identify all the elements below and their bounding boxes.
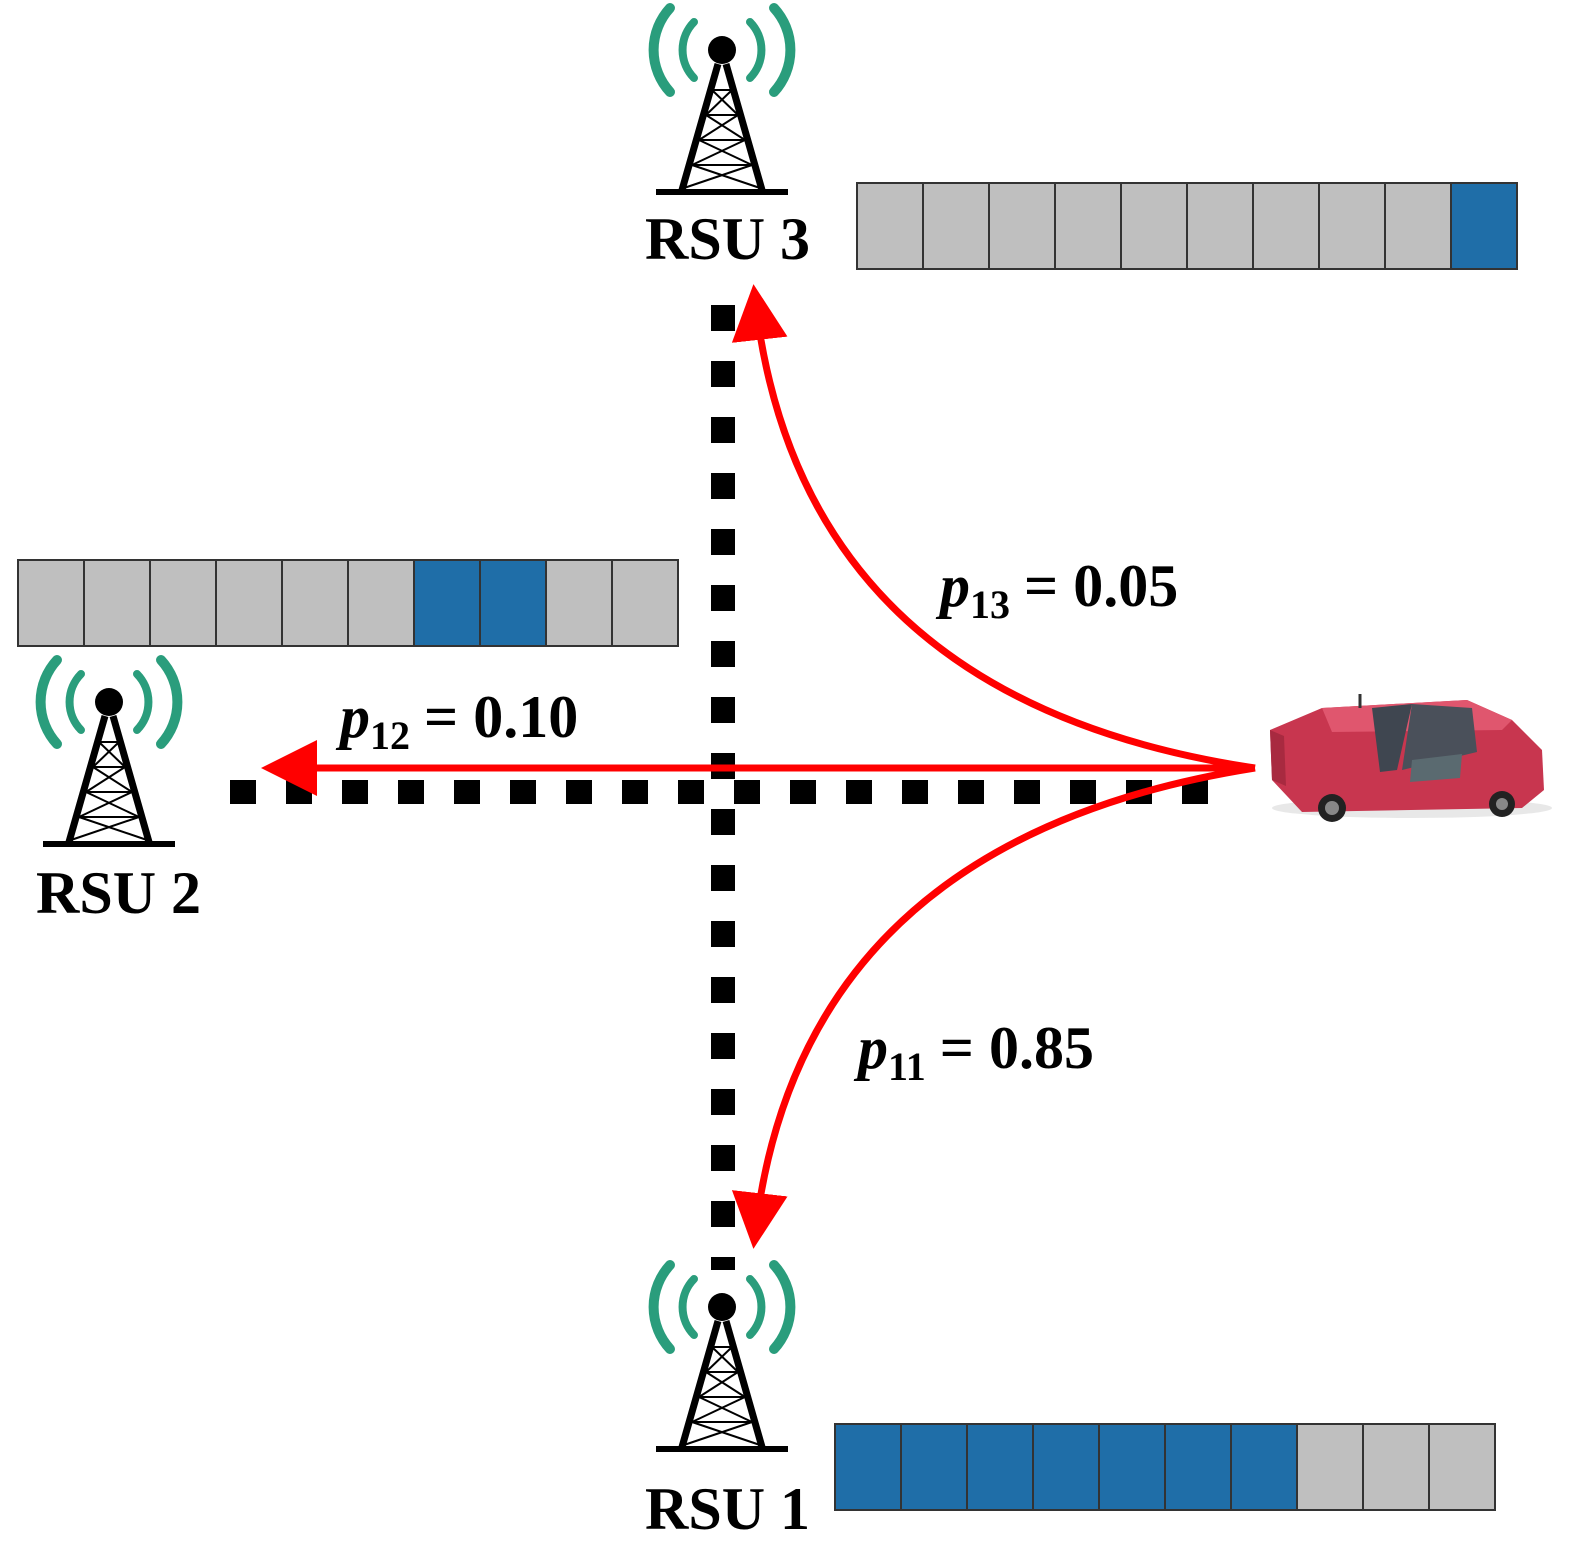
arrow-to-rsu-1 bbox=[731, 764, 1256, 1249]
p12-label: p12= 0.10 bbox=[335, 684, 578, 758]
slot-free bbox=[149, 559, 217, 647]
rsu-2-slot-bar bbox=[17, 559, 679, 647]
slot-free bbox=[1362, 1423, 1430, 1511]
rsu-1-label: RSU 1 bbox=[645, 1476, 810, 1542]
rsu-2-label: RSU 2 bbox=[36, 860, 201, 926]
slot-occupied bbox=[1098, 1423, 1166, 1511]
rsu-3-tower-icon bbox=[654, 8, 791, 192]
slot-free bbox=[1384, 182, 1452, 270]
slot-free bbox=[215, 559, 283, 647]
slot-occupied bbox=[1450, 182, 1518, 270]
p13-label: p13= 0.05 bbox=[935, 553, 1178, 627]
slot-free bbox=[856, 182, 924, 270]
rsu-1-tower-icon bbox=[654, 1265, 791, 1449]
slot-occupied bbox=[834, 1423, 902, 1511]
slot-occupied bbox=[1032, 1423, 1100, 1511]
slot-free bbox=[347, 559, 415, 647]
slot-free bbox=[1428, 1423, 1496, 1511]
slot-free bbox=[1296, 1423, 1364, 1511]
slot-occupied bbox=[966, 1423, 1034, 1511]
slot-occupied bbox=[413, 559, 481, 647]
slot-free bbox=[988, 182, 1056, 270]
car-icon bbox=[1270, 694, 1552, 822]
rsu-1-slot-bar bbox=[834, 1423, 1496, 1511]
slot-free bbox=[1318, 182, 1386, 270]
slot-occupied bbox=[900, 1423, 968, 1511]
arrow-to-rsu-3 bbox=[731, 284, 1256, 772]
slot-occupied bbox=[479, 559, 547, 647]
slot-free bbox=[545, 559, 613, 647]
slot-free bbox=[1054, 182, 1122, 270]
rsu-3-label: RSU 3 bbox=[645, 206, 810, 272]
slot-occupied bbox=[1164, 1423, 1232, 1511]
slot-free bbox=[1186, 182, 1254, 270]
rsu-2-tower-icon bbox=[41, 660, 178, 844]
rsu-3-slot-bar bbox=[856, 182, 1518, 270]
slot-free bbox=[1120, 182, 1188, 270]
slot-free bbox=[922, 182, 990, 270]
slot-occupied bbox=[1230, 1423, 1298, 1511]
slot-free bbox=[1252, 182, 1320, 270]
slot-free bbox=[17, 559, 85, 647]
p11-label: p11= 0.85 bbox=[853, 1015, 1094, 1089]
slot-free bbox=[83, 559, 151, 647]
slot-free bbox=[611, 559, 679, 647]
slot-free bbox=[281, 559, 349, 647]
